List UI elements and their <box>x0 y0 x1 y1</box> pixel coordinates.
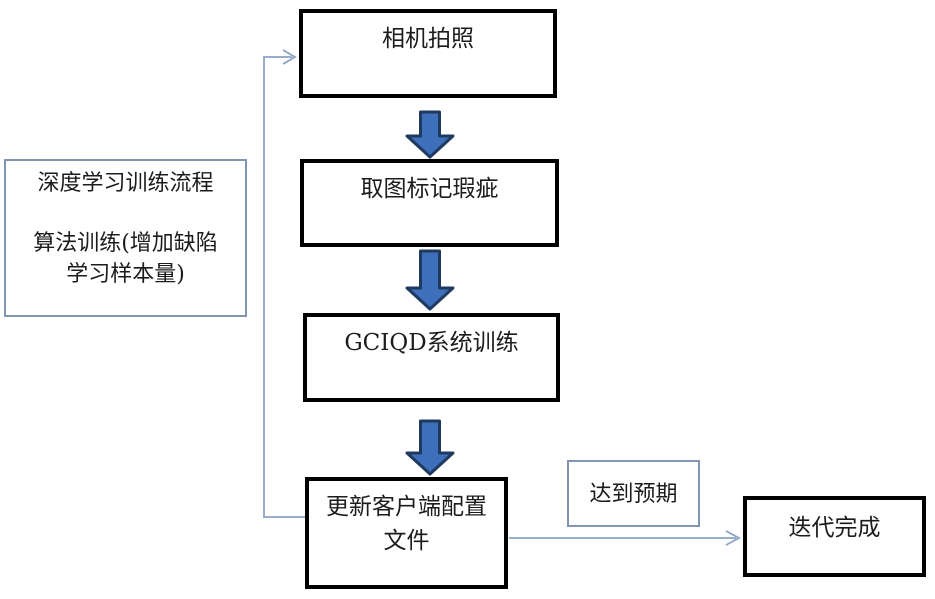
step-label-gciqd-training: GCIQD系统训练 <box>344 330 519 356</box>
feedback-arrowhead-icon <box>282 49 297 65</box>
down-block-arrow-icon-1 <box>405 110 455 159</box>
note-line-3: 学习样本量) <box>66 262 185 287</box>
branch-label: 达到预期 <box>589 482 678 507</box>
down-block-arrow-icon-2 <box>405 249 455 311</box>
note-box: 深度学习训练流程 算法训练(增加缺陷 学习样本量) <box>4 159 247 317</box>
result-arrowhead-icon <box>725 530 741 546</box>
step-label-update-config-line1: 更新客户端配置 <box>326 494 487 520</box>
step-box-camera: 相机拍照 <box>299 9 557 98</box>
end-box: 迭代完成 <box>743 496 926 577</box>
step-box-gciqd-training: GCIQD系统训练 <box>303 313 560 402</box>
step-box-mark-defects: 取图标记瑕疵 <box>300 159 559 247</box>
step-label-mark-defects: 取图标记瑕疵 <box>360 176 499 202</box>
step-box-update-config: 更新客户端配置 文件 <box>305 477 508 589</box>
down-block-arrow-icon-3 <box>405 419 455 476</box>
note-line-1: 深度学习训练流程 <box>37 171 214 196</box>
step-label-update-config-line2: 文件 <box>383 528 430 554</box>
step-label-camera: 相机拍照 <box>382 26 474 52</box>
feedback-arrow <box>263 56 305 518</box>
branch-label-box: 达到预期 <box>567 460 700 527</box>
end-label: 迭代完成 <box>788 515 881 541</box>
note-line-2: 算法训练(增加缺陷 <box>33 231 218 256</box>
note-gap <box>6 199 245 228</box>
